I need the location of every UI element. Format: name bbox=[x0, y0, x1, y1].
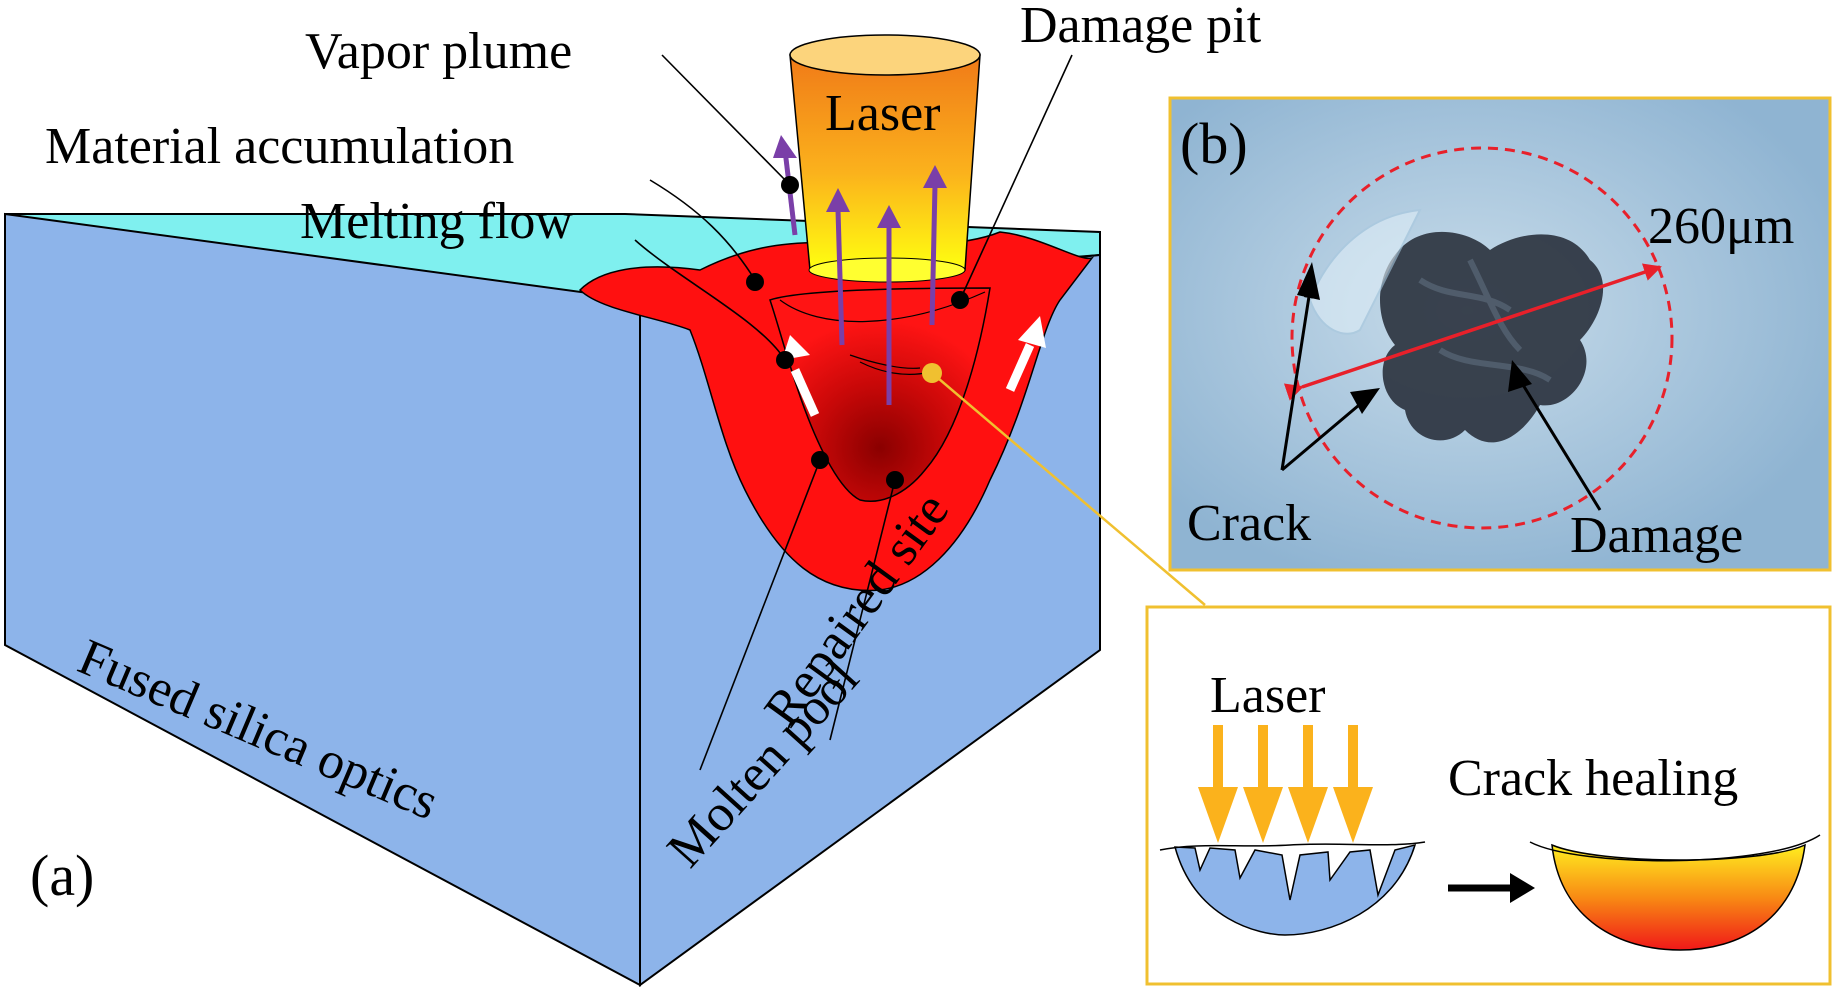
label-vapor-plume: Vapor plume bbox=[305, 23, 572, 80]
inset-arrow-2-shaft bbox=[1258, 725, 1268, 787]
label-melting-flow: Melting flow bbox=[300, 193, 573, 250]
plume-arrow-4 bbox=[929, 184, 938, 326]
damage-arrow-head bbox=[1508, 360, 1532, 392]
leader-dots bbox=[746, 176, 969, 489]
crack-arrow-2 bbox=[1281, 398, 1367, 472]
dot-damage-pit bbox=[951, 291, 969, 309]
crack-arrow-1 bbox=[1280, 288, 1314, 471]
leader-molten-pool bbox=[699, 459, 821, 771]
inset-connector-dot bbox=[922, 363, 942, 383]
label-laser: Laser bbox=[825, 85, 940, 142]
label-damage: Damage bbox=[1570, 507, 1743, 564]
panel-a-tag: (a) bbox=[30, 843, 94, 908]
inset-arrow-3-head bbox=[1288, 787, 1328, 843]
inset-arrow-1-head bbox=[1198, 787, 1238, 843]
inset-label-crack-healing: Crack healing bbox=[1448, 750, 1738, 807]
dot-vapor-plume bbox=[781, 176, 799, 194]
label-damage-pit: Damage pit bbox=[1020, 0, 1262, 54]
plume-arrow-2 bbox=[835, 209, 845, 346]
inset-label-laser: Laser bbox=[1210, 667, 1325, 724]
flow-arrow-right-head bbox=[1018, 316, 1046, 348]
laser-top bbox=[789, 34, 981, 76]
inset-crack-healing: Laser Crack healing bbox=[1145, 605, 1832, 986]
silica-front-face bbox=[4, 212, 641, 987]
inset-arrow-4-head bbox=[1333, 787, 1373, 843]
inset-transition-arrow-head bbox=[1510, 873, 1535, 903]
plume-arrow-1-head bbox=[773, 135, 797, 158]
leader-vapor-plume bbox=[661, 54, 791, 186]
dot-repaired-site bbox=[886, 471, 904, 489]
label-crack: Crack bbox=[1187, 495, 1311, 552]
inset-arrow-3-shaft bbox=[1303, 725, 1313, 787]
leader-melting-flow bbox=[634, 239, 786, 361]
panel-b-tag: (b) bbox=[1180, 111, 1248, 176]
label-scale: 260μm bbox=[1648, 198, 1794, 255]
inset-surface-line bbox=[1159, 841, 1426, 851]
leader-damage-pit bbox=[959, 54, 1073, 301]
dot-material-accumulation bbox=[746, 273, 764, 291]
dot-molten-pool bbox=[811, 451, 829, 469]
damage-pit-cavity bbox=[769, 287, 991, 502]
laser-beam bbox=[789, 34, 981, 283]
inset-arrow-2-head bbox=[1243, 787, 1283, 843]
plume-arrow-3-head bbox=[877, 205, 901, 228]
panel-b: (b) 260μm Crack Damage bbox=[1168, 96, 1832, 572]
leader-material-accumulation bbox=[649, 179, 756, 281]
inset-cracked-bowl bbox=[1174, 843, 1417, 936]
vapor-plume-arrows bbox=[773, 135, 947, 405]
scale-arrow bbox=[1283, 263, 1662, 401]
inset-arrow-4-shaft bbox=[1348, 725, 1358, 787]
inset-connector bbox=[931, 372, 1206, 606]
crack-arrow-2-head bbox=[1350, 388, 1380, 414]
flow-arrow-right bbox=[1005, 343, 1035, 392]
damage-arrow bbox=[1518, 379, 1602, 511]
inset-laser-arrows bbox=[1198, 725, 1373, 843]
inset-healed-surface bbox=[1529, 834, 1821, 862]
dot-melting-flow bbox=[776, 351, 794, 369]
crack-arrow-1-head bbox=[1297, 262, 1320, 300]
leader-repaired-site bbox=[829, 479, 896, 741]
inset-arrow-1-shaft bbox=[1213, 725, 1223, 787]
label-material-accumulation: Material accumulation bbox=[45, 118, 514, 175]
leader-lines bbox=[634, 54, 1073, 771]
plume-arrow-4-head bbox=[923, 165, 947, 188]
flow-arrow-left bbox=[790, 368, 820, 417]
inset-healed-bowl bbox=[1551, 843, 1806, 951]
plume-arrow-2-head bbox=[826, 188, 850, 212]
